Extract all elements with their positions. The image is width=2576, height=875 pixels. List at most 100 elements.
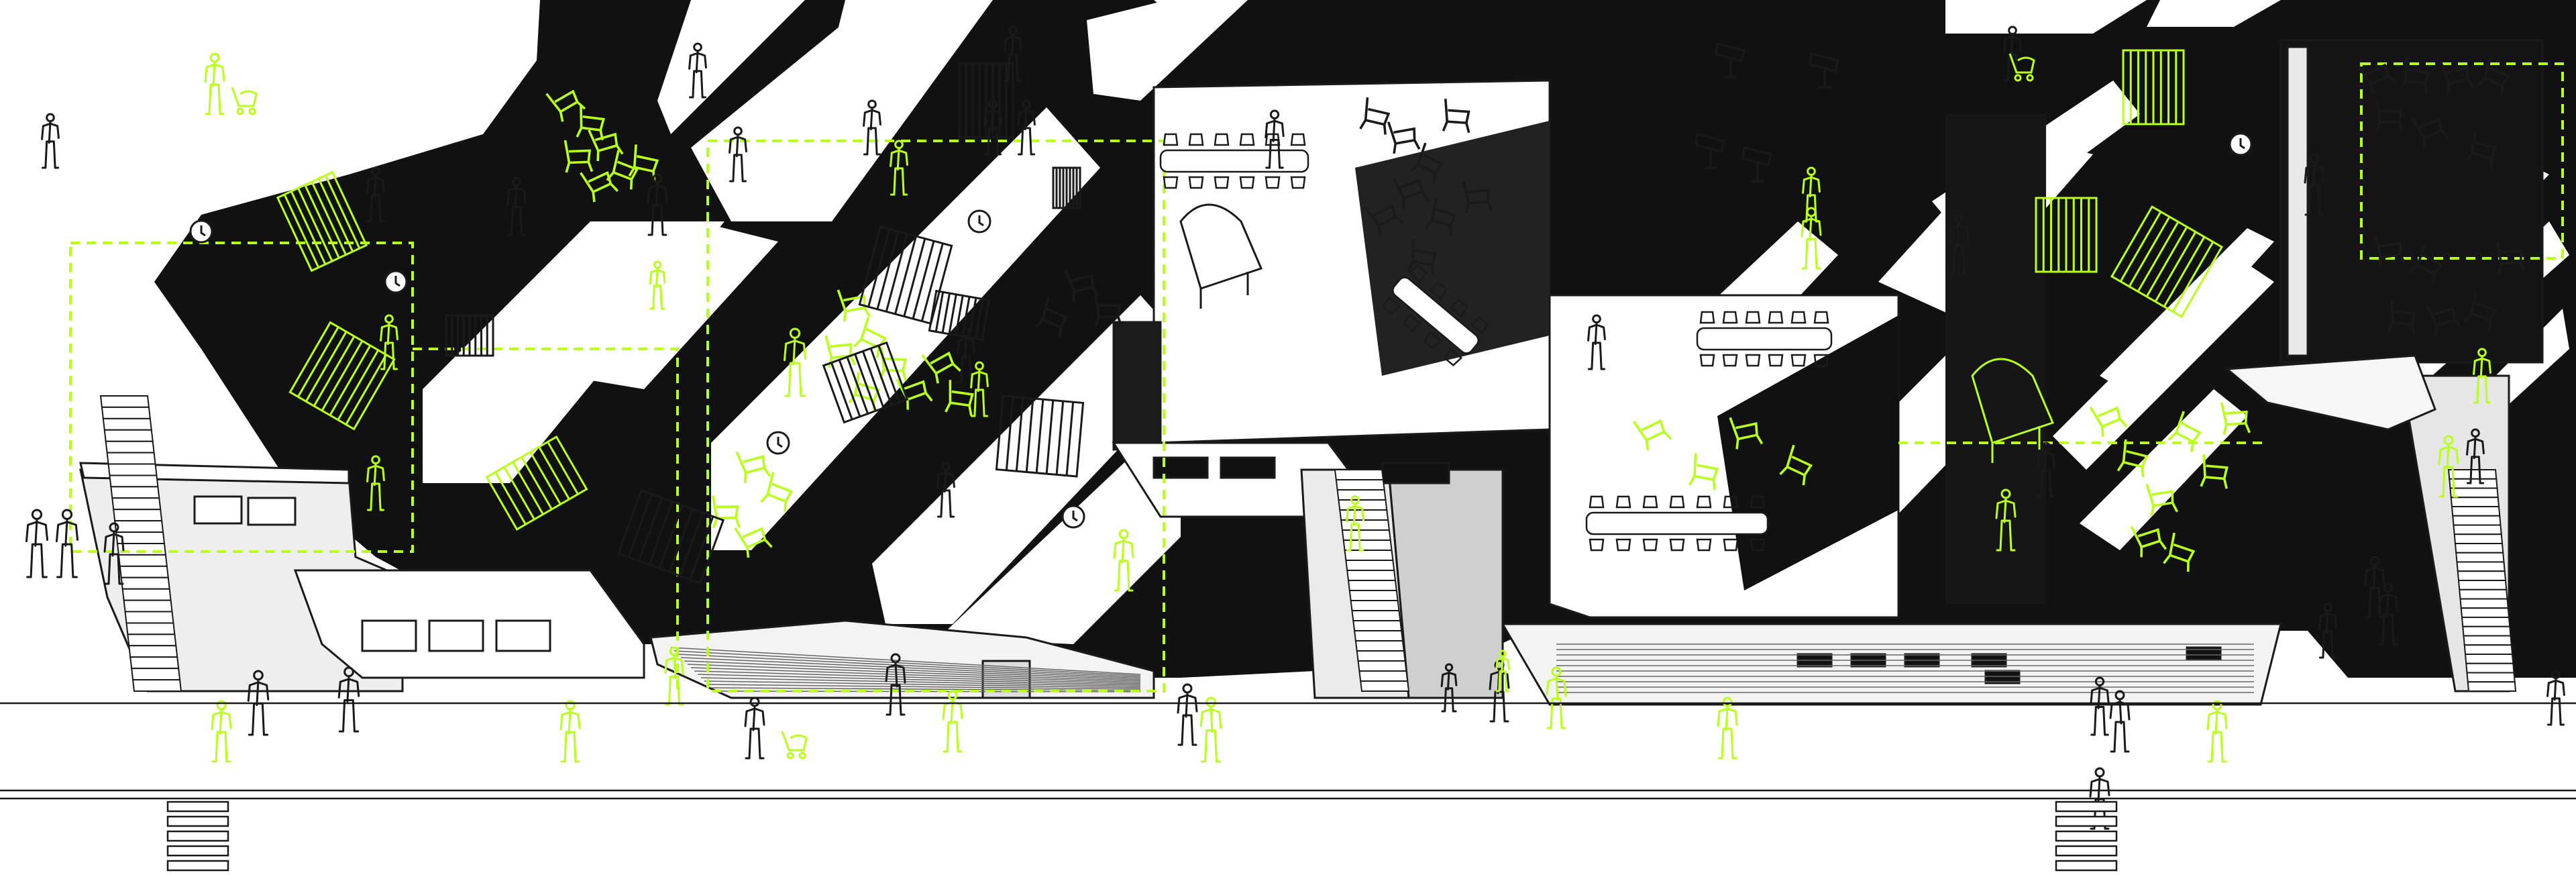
chair-icon	[2089, 406, 2128, 438]
person-icon	[337, 666, 360, 733]
person-green-icon	[2473, 348, 2491, 404]
person-green-icon	[2206, 700, 2228, 763]
chair-icon	[760, 472, 794, 512]
chair-icon	[1359, 97, 1391, 135]
siding-line	[697, 674, 1141, 686]
chair-icon	[2425, 304, 2462, 336]
person-green-icon	[942, 690, 963, 753]
person-green-icon	[1546, 666, 1567, 729]
piano-icon	[1179, 203, 1263, 309]
stair-step	[1334, 469, 1384, 480]
chair-icon	[1064, 270, 1099, 302]
chair-icon	[2220, 402, 2251, 435]
person-icon	[2304, 153, 2325, 216]
stair-step	[2452, 515, 2502, 526]
chair-icon	[1462, 181, 1493, 214]
stair-step	[2456, 561, 2506, 572]
window	[1220, 456, 1276, 479]
chair-icon	[2130, 525, 2167, 558]
chair-icon	[1392, 177, 1430, 209]
person-icon	[1440, 663, 1458, 713]
person-icon	[1004, 25, 1022, 82]
light-ray	[939, 409, 1181, 644]
stair-step	[113, 509, 163, 522]
furniture-groups	[189, 42, 2526, 585]
window	[361, 619, 417, 652]
stair-step	[2457, 570, 2507, 581]
chair-icon	[2167, 411, 2202, 452]
person-icon	[885, 653, 906, 716]
chair-icon	[1779, 444, 1813, 486]
program-outline	[2360, 62, 2564, 260]
siding-line	[700, 677, 1141, 687]
sky-notch	[2147, 0, 2281, 27]
person-icon	[2466, 428, 2485, 484]
stair-step	[101, 406, 151, 419]
people-figures	[25, 25, 2565, 830]
stair-step	[2455, 552, 2505, 563]
chair-icon	[2163, 532, 2196, 572]
window	[2186, 646, 2222, 661]
person-green-icon	[204, 52, 225, 115]
piano-icon	[1971, 358, 2055, 463]
person-icon	[1265, 109, 1285, 169]
chair-icon	[2477, 55, 2511, 97]
person-green-icon	[1346, 495, 1364, 552]
staircases	[99, 395, 2517, 692]
chair-icon	[1387, 121, 1421, 154]
stair-step	[1340, 519, 1391, 531]
chair-icon	[1364, 204, 1404, 236]
person-icon	[41, 113, 60, 169]
person-green-icon	[970, 361, 989, 417]
person-green-icon	[211, 700, 232, 763]
chair-icon	[2357, 63, 2397, 95]
stroller-icon	[231, 87, 258, 115]
crosswalk-stripe	[166, 860, 229, 872]
person-icon	[957, 327, 975, 384]
person-green-icon	[2438, 435, 2459, 498]
stair-step	[129, 656, 180, 670]
meeting-table	[1382, 264, 1489, 367]
stair-step	[125, 622, 176, 635]
stair-step	[109, 474, 159, 488]
stair-step	[1346, 570, 1397, 581]
stair-step	[111, 497, 162, 511]
meeting-table	[1585, 495, 1769, 552]
stair-step	[2454, 543, 2504, 554]
lamp-icon	[1809, 52, 1839, 89]
siding-line	[704, 680, 1141, 688]
person-icon	[2003, 25, 2022, 82]
person-icon	[983, 99, 1002, 156]
stair-step	[2449, 478, 2498, 489]
stair-step	[2462, 625, 2512, 637]
stair-step	[105, 440, 155, 454]
chair-icon	[921, 351, 961, 384]
stair-step	[2459, 588, 2508, 600]
stair-step	[1347, 580, 1397, 591]
chair-icon	[1407, 239, 1438, 275]
person-green-icon	[890, 140, 908, 196]
chair-icon	[735, 451, 771, 483]
siding-line	[707, 684, 1141, 690]
chair-icon	[588, 130, 624, 162]
chair-icon	[2440, 62, 2475, 94]
table-icon	[995, 395, 1085, 478]
table-icon	[2035, 197, 2098, 273]
stroller-icon	[2008, 53, 2035, 82]
person-icon	[688, 42, 707, 99]
stair-step	[127, 633, 177, 647]
lamp-icon	[1741, 146, 1772, 183]
crosswalk-stripe	[2055, 860, 2118, 872]
person-icon	[103, 522, 125, 585]
chair-icon	[1094, 294, 1123, 327]
person-icon	[863, 99, 881, 156]
person-icon	[2377, 582, 2399, 646]
person-green-icon	[1802, 166, 1821, 223]
stair-step	[1336, 489, 1387, 501]
chair-icon	[2375, 99, 2404, 133]
stair-step	[124, 611, 174, 624]
crosswalk-stripe	[166, 845, 229, 857]
window	[1381, 462, 1450, 484]
chair-icon	[2400, 57, 2430, 95]
